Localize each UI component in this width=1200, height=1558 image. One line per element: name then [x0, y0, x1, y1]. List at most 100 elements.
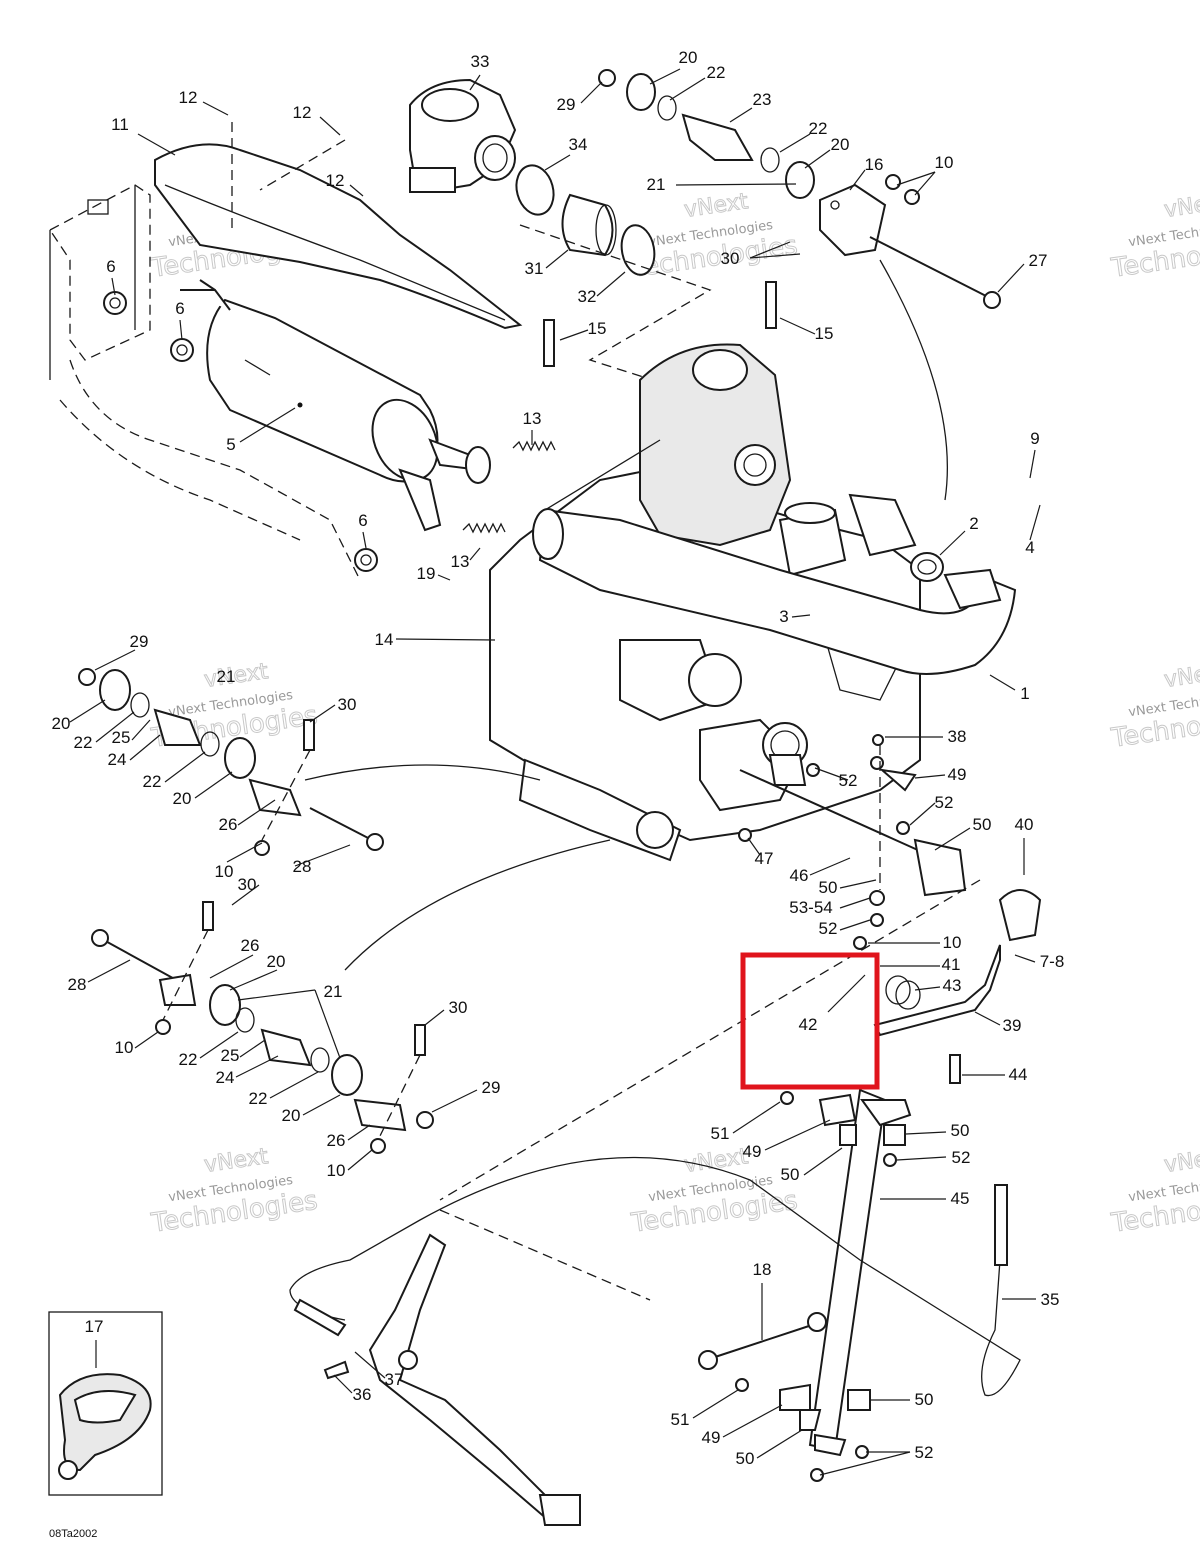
- callout-c49c: 49: [702, 1428, 721, 1447]
- svg-text:vNext: vNext: [683, 189, 750, 223]
- top-shaft-assembly: [598, 69, 815, 199]
- callout-c13a: 13: [523, 409, 542, 428]
- callout-c43: 43: [943, 976, 962, 995]
- callout-c10c: 10: [943, 933, 962, 952]
- callout-c30c: 30: [238, 875, 257, 894]
- drawing-code: 08Ta2002: [49, 1528, 97, 1540]
- callout-c4: 4: [1025, 538, 1034, 557]
- callout-c5: 5: [226, 435, 235, 454]
- callout-c15a: 15: [588, 319, 607, 338]
- callout-c36: 36: [353, 1385, 372, 1404]
- callout-c37: 37: [385, 1370, 404, 1389]
- cable-35: [289, 1156, 1021, 1397]
- svg-text:vNext: vNext: [203, 1144, 270, 1178]
- carburetor-33: [409, 78, 517, 193]
- callout-c29b: 29: [130, 632, 149, 651]
- callout-c2: 2: [969, 514, 978, 533]
- arrow-to-lower-assembly: [344, 839, 611, 971]
- callout-c46: 46: [790, 866, 809, 885]
- lower-shaft-assembly: [91, 901, 434, 1154]
- callout-c10a: 10: [935, 153, 954, 172]
- grommet-6c: [354, 548, 378, 572]
- svg-text:vNext: vNext: [1163, 189, 1200, 223]
- callout-c25a: 25: [112, 728, 131, 747]
- clamp-34: [515, 164, 555, 216]
- callout-c20b: 20: [831, 135, 850, 154]
- callout-c21b: 21: [217, 667, 236, 686]
- arrow-to-left-assembly: [304, 764, 541, 781]
- callout-c28a: 28: [293, 857, 312, 876]
- callout-c30d: 30: [449, 998, 468, 1017]
- watermark-tile: vNext vNext Technologies Technologies: [1108, 659, 1200, 755]
- svg-text:vNext: vNext: [1163, 1144, 1200, 1178]
- callout-c24b: 24: [216, 1068, 235, 1087]
- callout-c52d: 52: [952, 1148, 971, 1167]
- springs-13: [462, 440, 556, 534]
- brake-pedal-37: [368, 1209, 651, 1526]
- callout-c22d: 22: [143, 772, 162, 791]
- shift-linkage: [439, 734, 981, 1201]
- link-rod-18: [698, 1312, 827, 1370]
- callout-c26a: 26: [219, 815, 238, 834]
- callout-c26b: 26: [241, 936, 260, 955]
- spring-43: [885, 975, 921, 1010]
- callout-c6b: 6: [175, 299, 184, 318]
- callout-c1: 1: [1020, 684, 1029, 703]
- svg-text:vNext: vNext: [203, 659, 270, 693]
- callout-c20c: 20: [52, 714, 71, 733]
- callout-c52e: 52: [915, 1443, 934, 1462]
- highlight-box-part-42: 42: [740, 952, 880, 1090]
- callout-c25b: 25: [221, 1046, 240, 1065]
- callout-c12a: 12: [179, 88, 198, 107]
- callout-c50b: 50: [819, 878, 838, 897]
- callout-c51a: 51: [711, 1124, 730, 1143]
- callout-c20d: 20: [173, 789, 192, 808]
- callout-c14: 14: [375, 630, 394, 649]
- callout-c20a: 20: [679, 48, 698, 67]
- spark-plugs-15: [543, 281, 777, 367]
- callout-c29c: 29: [482, 1078, 501, 1097]
- callout-c21a: 21: [647, 175, 666, 194]
- callout-c49a: 49: [948, 765, 967, 784]
- arrow-to-bracket: [879, 259, 948, 501]
- bracket-16: [819, 183, 887, 257]
- callout-c9: 9: [1030, 429, 1039, 448]
- inset-box-17: 17: [48, 1311, 163, 1496]
- bolt-27: [869, 236, 1001, 309]
- carb-leader-dash: [519, 224, 712, 396]
- callout-c20e: 20: [267, 952, 286, 971]
- callout-c30a: 30: [721, 249, 740, 268]
- intake-boot-31: [561, 193, 617, 257]
- muffler-5: [180, 279, 491, 532]
- callout-c3: 3: [779, 607, 788, 626]
- callout-c12b: 12: [293, 103, 312, 122]
- callout-c20f: 20: [282, 1106, 301, 1125]
- callout-c50e: 50: [915, 1390, 934, 1409]
- callout-c13b: 13: [451, 552, 470, 571]
- svg-text:vNext: vNext: [683, 1144, 750, 1178]
- inset-label: 17: [85, 1317, 104, 1336]
- callout-c47: 47: [755, 849, 774, 868]
- callout-c78: 7-8: [1040, 952, 1065, 971]
- callout-c44: 44: [1009, 1065, 1028, 1084]
- callout-c22b: 22: [809, 119, 828, 138]
- highlight-label: 42: [799, 1015, 818, 1034]
- callout-c21c: 21: [324, 982, 343, 1001]
- watermark-tile: vNext vNext Technologies Technologies: [628, 189, 800, 285]
- callout-c18: 18: [753, 1260, 772, 1279]
- callout-c34: 34: [569, 135, 588, 154]
- watermark-tile: vNext vNext Technologies Technologies: [628, 1144, 800, 1240]
- callout-c50f: 50: [736, 1449, 755, 1468]
- callout-c52b: 52: [935, 793, 954, 812]
- callout-c19: 19: [417, 564, 436, 583]
- bolt-44: [949, 1054, 961, 1084]
- callout-c31: 31: [525, 259, 544, 278]
- callout-c15b: 15: [815, 324, 834, 343]
- callout-c30b: 30: [338, 695, 357, 714]
- leader-lines: [69, 68, 1041, 1476]
- shift-rod-45: [808, 1088, 912, 1457]
- callout-c52a: 52: [839, 771, 858, 790]
- callout-c28b: 28: [68, 975, 87, 994]
